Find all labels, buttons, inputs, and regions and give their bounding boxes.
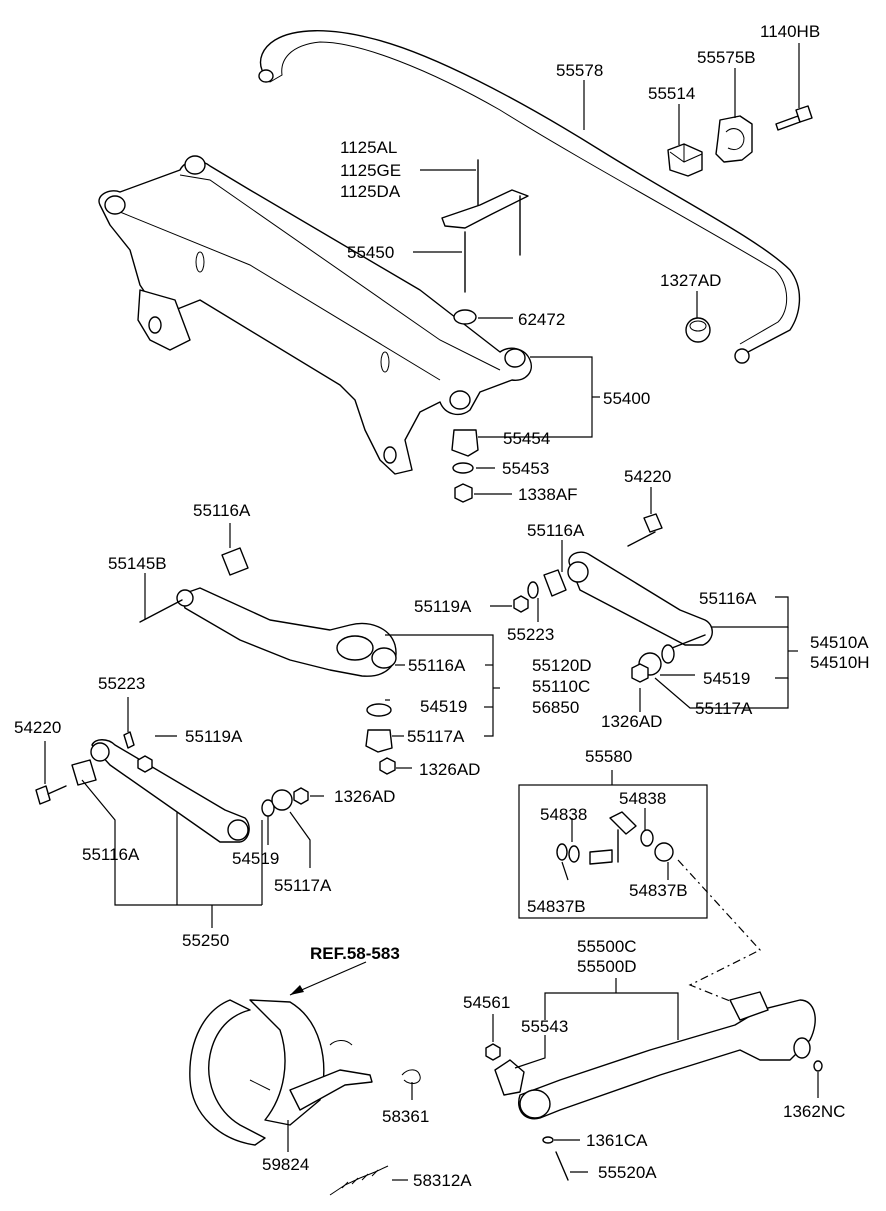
label-1125AL[interactable]: 1125AL: [340, 138, 397, 157]
lateral-arm-lower-left: [35, 731, 309, 843]
label-59824[interactable]: 59824: [262, 1155, 309, 1174]
label-55578[interactable]: 55578: [556, 61, 603, 80]
label-55400[interactable]: 55400: [603, 389, 650, 408]
label-1338AF[interactable]: 1338AF: [518, 485, 578, 504]
label-54837B-right[interactable]: 54837B: [629, 881, 688, 900]
label-55145B[interactable]: 55145B: [108, 554, 167, 573]
label-55116A-lower[interactable]: 55116A: [82, 845, 140, 864]
label-55117A-lower[interactable]: 55117A: [274, 876, 332, 895]
label-55453[interactable]: 55453: [502, 459, 549, 478]
label-55454[interactable]: 55454: [503, 429, 550, 448]
bushing-1327AD: [685, 317, 711, 343]
stabilizer-link: [556, 811, 674, 865]
label-55116A-top-right[interactable]: 55116A: [527, 521, 585, 540]
label-62472[interactable]: 62472: [518, 310, 565, 329]
washer-62472: [453, 309, 477, 325]
lateral-arm-upper-right: [513, 513, 713, 683]
label-55514[interactable]: 55514: [648, 84, 695, 103]
label-55117A-center[interactable]: 55117A: [407, 727, 465, 746]
washer-55453: [452, 462, 474, 474]
link-dash-line: [677, 859, 761, 1006]
label-55110C[interactable]: 55110C: [532, 677, 590, 696]
label-55117A-right[interactable]: 55117A: [695, 699, 753, 718]
label-55116A-right[interactable]: 55116A: [699, 589, 757, 608]
label-1361CA[interactable]: 1361CA: [586, 1131, 648, 1150]
label-1125GE[interactable]: 1125GE: [340, 161, 401, 180]
label-56850[interactable]: 56850: [532, 698, 579, 717]
label-58312A[interactable]: 58312A: [413, 1171, 472, 1190]
label-1362NC[interactable]: 1362NC: [783, 1102, 845, 1121]
label-1125DA[interactable]: 1125DA: [340, 182, 401, 201]
label-54519-right[interactable]: 54519: [703, 669, 750, 688]
label-1327AD[interactable]: 1327AD: [660, 271, 721, 290]
label-54519-center[interactable]: 54519: [420, 697, 467, 716]
label-55520A[interactable]: 55520A: [598, 1163, 657, 1182]
label-58361[interactable]: 58361: [382, 1107, 429, 1126]
label-54220-right[interactable]: 54220: [624, 467, 671, 486]
label-55580[interactable]: 55580: [585, 747, 632, 766]
bracket-55450: [441, 159, 529, 293]
label-54838-right[interactable]: 54838: [619, 789, 666, 808]
label-55575B[interactable]: 55575B: [697, 48, 756, 67]
label-55119A-upper[interactable]: 55119A: [414, 597, 472, 616]
label-55450[interactable]: 55450: [347, 243, 394, 262]
bushing-55514: [667, 143, 703, 177]
label-1326AD-right[interactable]: 1326AD: [601, 712, 662, 731]
link-group-box: [518, 784, 708, 919]
brake-assembly: [189, 999, 421, 1196]
bracket-55575B: [715, 115, 753, 163]
label-55500C[interactable]: 55500C: [577, 937, 637, 956]
label-55116A-top-left[interactable]: 55116A: [193, 501, 251, 520]
label-54510H[interactable]: 54510H: [810, 653, 870, 672]
label-55500D[interactable]: 55500D: [577, 957, 637, 976]
mount-55454: [451, 429, 479, 457]
label-54220-left[interactable]: 54220: [14, 718, 61, 737]
label-55116A-center[interactable]: 55116A: [408, 656, 466, 675]
label-55543[interactable]: 55543: [521, 1017, 568, 1036]
lateral-arm-upper-left: [139, 547, 397, 775]
label-55223-upper[interactable]: 55223: [507, 625, 554, 644]
label-1140HB[interactable]: 1140HB: [760, 22, 820, 41]
label-54510A[interactable]: 54510A: [810, 633, 869, 652]
label-1326AD-center[interactable]: 1326AD: [419, 760, 480, 779]
trailing-arm: [485, 991, 823, 1181]
label-1326AD-lower[interactable]: 1326AD: [334, 787, 395, 806]
label-54519-lower[interactable]: 54519: [232, 849, 279, 868]
label-ref-58-583[interactable]: REF.58-583: [310, 944, 400, 963]
label-54837B-left[interactable]: 54837B: [527, 897, 586, 916]
part-labels: 1140HB 55578 55575B 55514 1125AL 1125GE …: [14, 22, 870, 1190]
label-55119A-lower[interactable]: 55119A: [185, 727, 243, 746]
leader-lines: [44, 43, 819, 1181]
crossmember: [98, 155, 532, 475]
label-55223-lower[interactable]: 55223: [98, 674, 145, 693]
bolt-1140HB: [775, 105, 813, 131]
label-54561[interactable]: 54561: [463, 993, 510, 1012]
label-54838-left[interactable]: 54838: [540, 805, 587, 824]
label-55250[interactable]: 55250: [182, 931, 229, 950]
label-55120D[interactable]: 55120D: [532, 656, 592, 675]
stabilizer-bar: [258, 30, 801, 364]
nut-1338AF: [454, 483, 473, 503]
